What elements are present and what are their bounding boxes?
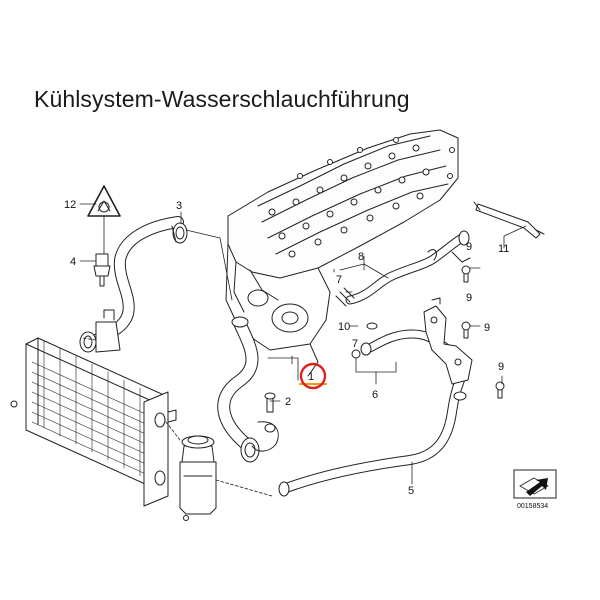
orientation-arrow-icon: [513, 469, 557, 499]
part-label-3: 3: [176, 200, 182, 212]
part-label-5: 5: [408, 485, 414, 497]
o-ring-7: [351, 349, 361, 359]
part-label-11: 11: [498, 243, 509, 255]
o-ring-10: [366, 322, 378, 330]
highlight-circle: [299, 362, 327, 390]
part-label-10: 10: [338, 321, 350, 333]
engine-block: [225, 129, 459, 377]
bolt-2: [264, 392, 276, 413]
hose-6: [360, 297, 473, 385]
expansion-tank: [179, 435, 217, 521]
part-label-7b: 7: [352, 338, 358, 350]
hose-3: [79, 216, 188, 353]
diagram-number: 00158534: [517, 503, 548, 510]
warning-triangle-icon: [87, 185, 121, 217]
part-labels: 1 2 3 4 5 6 7 7 8 9 9 9 9 10 11 12: [64, 199, 509, 497]
leader-lines: [79, 203, 527, 497]
part-label-4: 4: [70, 256, 76, 268]
temperature-sensor: [93, 253, 111, 287]
part-label-9c: 9: [498, 361, 504, 373]
part-label-6: 6: [372, 389, 378, 401]
hose-5: [278, 375, 467, 497]
part-label-7a: 7: [336, 274, 342, 286]
hose-8: [335, 230, 471, 307]
hose-11: [473, 201, 545, 239]
part-label-9a: 9: [466, 292, 472, 304]
hose-1: [217, 316, 279, 463]
page-title: Kühlsystem-Wasserschlauchführung: [34, 86, 410, 112]
part-label-12: 12: [64, 199, 76, 211]
radiator: [10, 337, 177, 507]
part-label-9d: 9: [466, 241, 472, 253]
bolt-9: [461, 265, 505, 399]
part-label-9b: 9: [484, 322, 490, 334]
part-label-2: 2: [285, 396, 291, 408]
part-label-1: 1: [308, 371, 314, 383]
part-label-8: 8: [358, 251, 364, 263]
